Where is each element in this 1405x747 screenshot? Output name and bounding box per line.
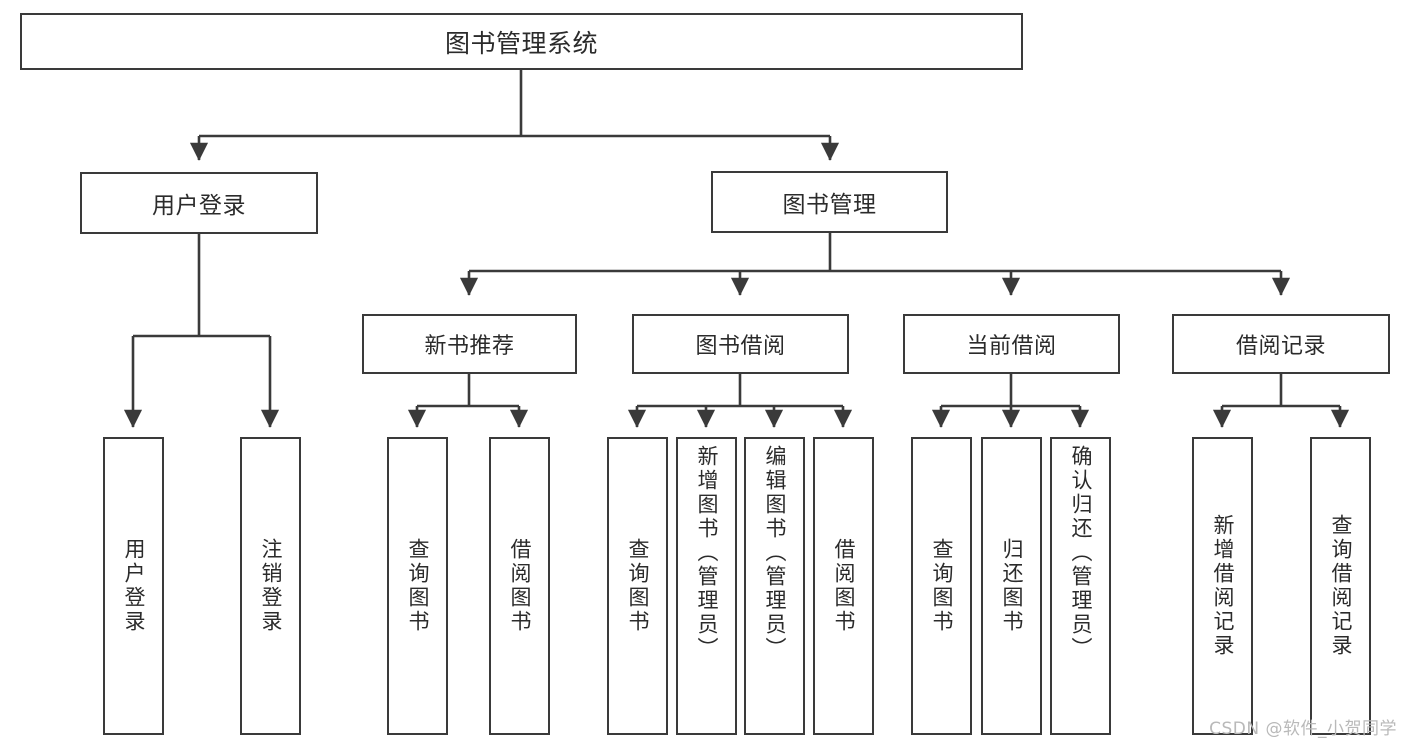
node-label: 新书推荐: [424, 334, 515, 359]
node-label: 借阅记录: [1235, 334, 1326, 359]
leaf-add-book[interactable]: 新增图书（管理员）: [676, 437, 737, 735]
node-label: 当前借阅: [966, 334, 1057, 359]
node-label: 注销登录: [259, 538, 283, 634]
node-label: 图书管理: [782, 192, 877, 218]
node-book-manage[interactable]: 图书管理: [711, 171, 948, 233]
leaf-user-login[interactable]: 用户登录: [103, 437, 164, 735]
leaf-borrow-book-recommend[interactable]: 借阅图书: [489, 437, 550, 735]
node-label: 用户登录: [152, 193, 246, 219]
node-label: 查询图书: [930, 538, 954, 634]
leaf-query-book-borrow[interactable]: 查询图书: [607, 437, 668, 735]
node-new-book-recommend[interactable]: 新书推荐: [362, 314, 577, 374]
node-label: 图书借阅: [695, 334, 786, 359]
node-label: 确认归还（管理员）: [1069, 445, 1093, 661]
node-label: 新增借阅记录: [1211, 514, 1235, 658]
node-label: 查询借阅记录: [1329, 514, 1353, 658]
leaf-query-borrow-record[interactable]: 查询借阅记录: [1310, 437, 1371, 735]
leaf-query-book-current[interactable]: 查询图书: [911, 437, 972, 735]
leaf-query-book-recommend[interactable]: 查询图书: [387, 437, 448, 735]
node-book-borrow[interactable]: 图书借阅: [632, 314, 849, 374]
leaf-logout-login[interactable]: 注销登录: [240, 437, 301, 735]
node-label: 用户登录: [122, 538, 146, 634]
node-label: 新增图书（管理员）: [695, 445, 719, 661]
node-label: 查询图书: [626, 538, 650, 634]
node-root-system[interactable]: 图书管理系统: [20, 13, 1023, 70]
node-borrow-record[interactable]: 借阅记录: [1172, 314, 1390, 374]
node-label: 借阅图书: [832, 538, 856, 634]
node-label: 编辑图书（管理员）: [763, 445, 787, 661]
leaf-return-book[interactable]: 归还图书: [981, 437, 1042, 735]
node-label: 归还图书: [1000, 538, 1024, 634]
node-current-borrow[interactable]: 当前借阅: [903, 314, 1120, 374]
leaf-borrow-book[interactable]: 借阅图书: [813, 437, 874, 735]
leaf-edit-book[interactable]: 编辑图书（管理员）: [744, 437, 805, 735]
node-label: 借阅图书: [508, 538, 532, 634]
node-user-login[interactable]: 用户登录: [80, 172, 318, 234]
node-label: 图书管理系统: [444, 28, 598, 58]
leaf-confirm-return[interactable]: 确认归还（管理员）: [1050, 437, 1111, 735]
leaf-add-borrow-record[interactable]: 新增借阅记录: [1192, 437, 1253, 735]
node-label: 查询图书: [406, 538, 430, 634]
